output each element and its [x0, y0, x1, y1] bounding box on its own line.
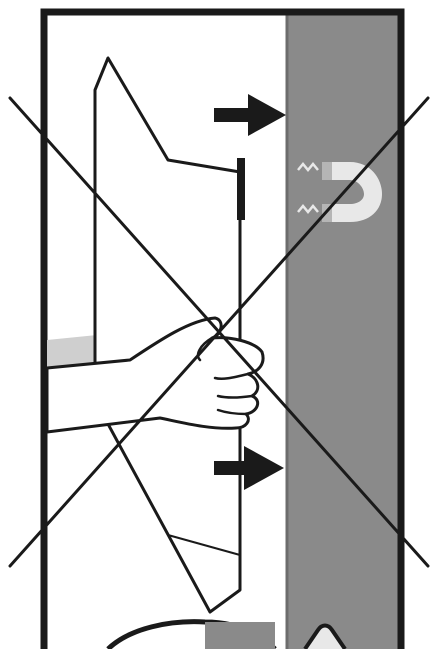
arrow-right-icon	[214, 446, 284, 490]
device-edge-bar	[237, 158, 245, 220]
arrow-right-icon	[214, 94, 286, 136]
cross-icon	[8, 96, 430, 568]
device-base	[167, 534, 241, 556]
background-shade	[47, 335, 97, 368]
metal-panel	[286, 14, 399, 649]
bottom-peak	[303, 623, 347, 649]
hand-finger-lines	[196, 336, 254, 416]
bottom-shade	[205, 622, 275, 649]
frame-border	[40, 8, 405, 649]
